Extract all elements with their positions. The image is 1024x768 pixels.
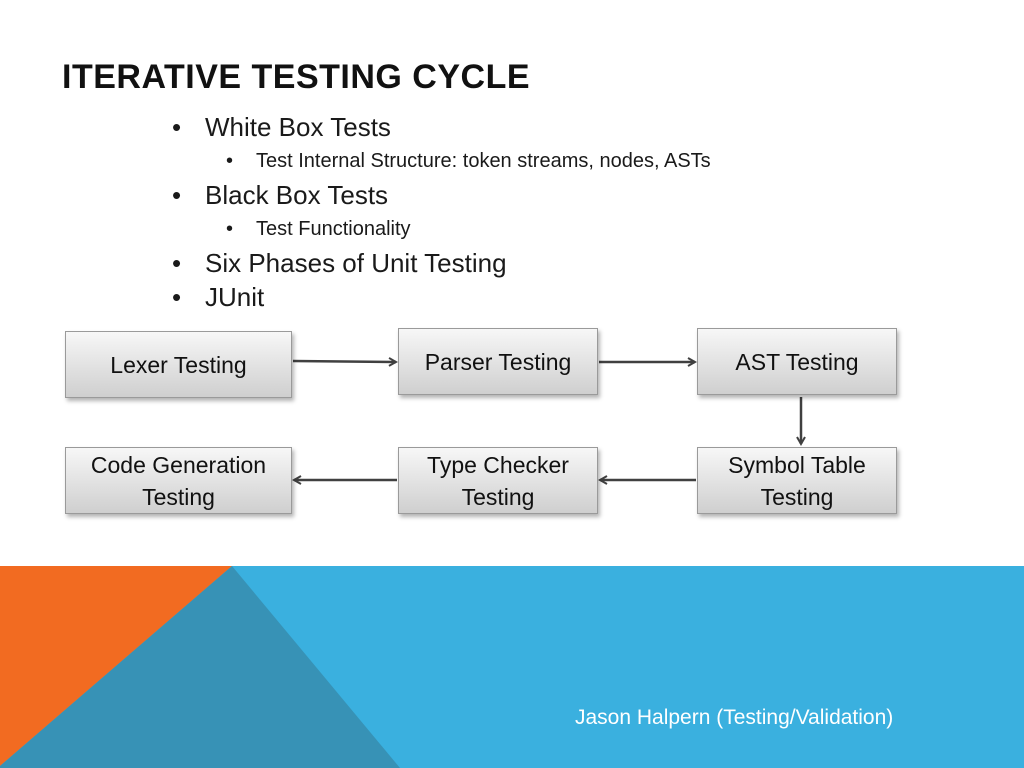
symbol-table-testing-box: Symbol Table Testing: [697, 447, 897, 514]
code-generation-label-line1: Code Generation: [90, 451, 267, 478]
bullet-six-phases: Six Phases of Unit Testing: [172, 246, 711, 280]
symbol-table-label-line2: Testing: [760, 483, 834, 510]
lexer-testing-label: Lexer Testing: [110, 351, 247, 378]
code-generation-label-line2: Testing: [142, 483, 215, 510]
bullet-black-box-tests: Black Box Tests: [172, 178, 711, 212]
bullet-junit: JUnit: [172, 280, 711, 314]
sub-bullet-functionality: Test Functionality: [172, 212, 711, 246]
arrow-lexer-to-parser: [292, 361, 396, 362]
code-generation-testing-box: Code Generation Testing: [65, 447, 292, 514]
slide-title: ITERATIVE TESTING CYCLE: [62, 58, 531, 96]
footer-dark-blue-triangle: [0, 566, 400, 768]
bullet-list: White Box Tests Test Internal Structure:…: [172, 110, 711, 314]
lexer-testing-box: Lexer Testing: [65, 331, 292, 398]
footer-band: [0, 566, 1024, 768]
type-checker-testing-box: Type Checker Testing: [398, 447, 598, 514]
ast-testing-label: AST Testing: [735, 348, 859, 375]
parser-testing-label: Parser Testing: [424, 348, 572, 375]
sub-bullet-internal-structure: Test Internal Structure: token streams, …: [172, 144, 711, 178]
footer-author: Jason Halpern (Testing/Validation): [575, 706, 894, 729]
ast-testing-box: AST Testing: [697, 328, 897, 395]
bullet-white-box-tests: White Box Tests: [172, 110, 711, 144]
type-checker-label-line2: Testing: [461, 483, 535, 510]
symbol-table-label-line1: Symbol Table: [728, 451, 866, 478]
parser-testing-box: Parser Testing: [398, 328, 598, 395]
type-checker-label-line1: Type Checker: [427, 451, 569, 478]
